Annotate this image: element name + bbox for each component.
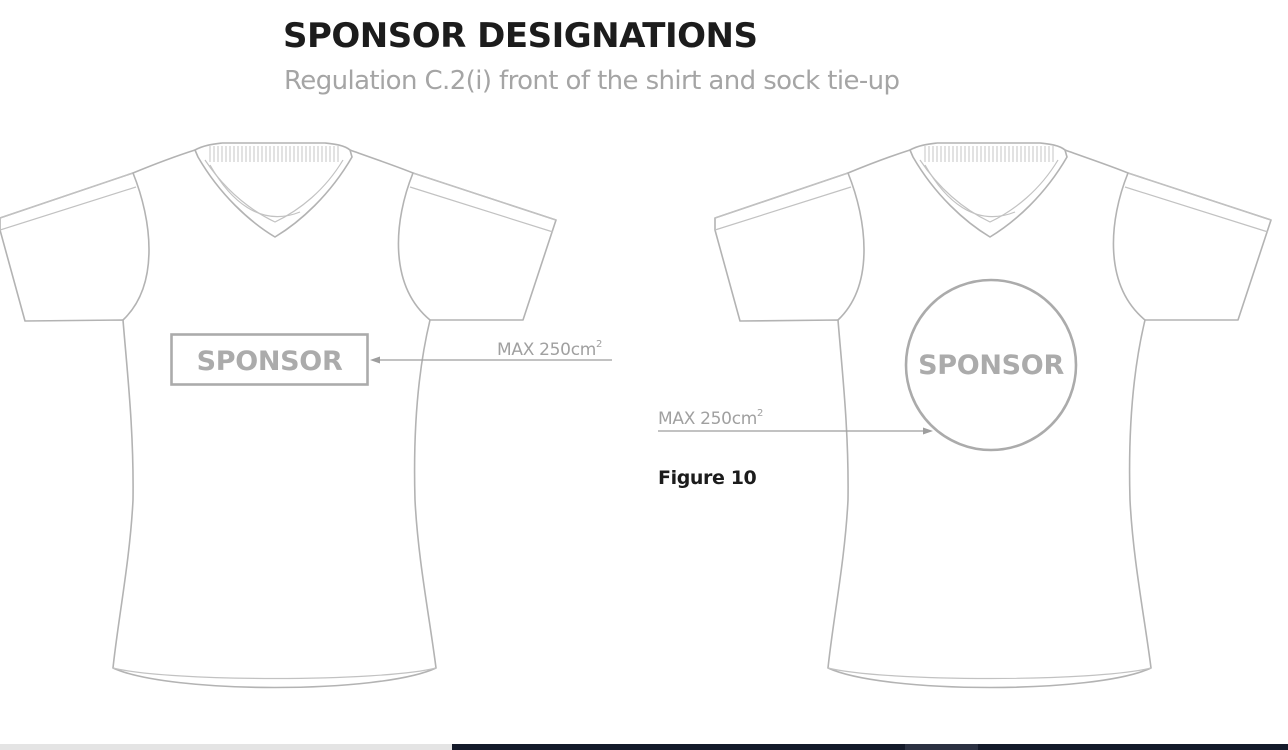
- arrowhead-right: [923, 427, 933, 435]
- shirt-left: SPONSOR MAX 250cm2: [0, 142, 612, 689]
- sponsor-label-right: SPONSOR: [918, 350, 1064, 381]
- figure-caption: Figure 10: [658, 467, 757, 489]
- page-subtitle: Regulation C.2(i) front of the shirt and…: [284, 66, 900, 96]
- collar-ribbing: [209, 146, 339, 162]
- sponsor-circle-badge: [904, 278, 1078, 452]
- bottom-bar-tab: [905, 744, 978, 750]
- collar-ribbing: [924, 146, 1054, 162]
- page-title: SPONSOR DESIGNATIONS: [283, 16, 758, 56]
- shirt-right: SPONSOR MAX 250cm2 Figure 10: [658, 142, 1272, 689]
- max-area-label-left: MAX 250cm2: [497, 339, 602, 360]
- max-area-label-right: MAX 250cm2: [658, 408, 763, 429]
- bottom-bar-right: [452, 744, 1288, 750]
- sponsor-label-left: SPONSOR: [197, 346, 343, 377]
- sponsor-rect-badge: [170, 333, 369, 386]
- bottom-bar-left: [0, 744, 452, 750]
- arrowhead-left: [370, 356, 380, 364]
